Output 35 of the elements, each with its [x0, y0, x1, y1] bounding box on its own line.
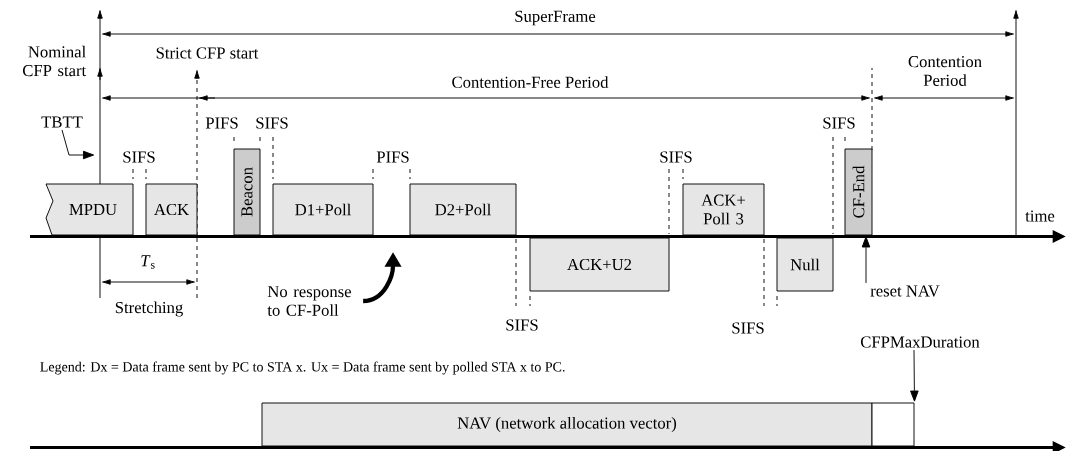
interval-label: SIFS	[506, 319, 538, 331]
leader-arrow	[61, 129, 95, 160]
axis-label: time	[1025, 210, 1055, 222]
dimension-label: SuperFrame	[515, 10, 596, 26]
frame-box: D2+Poll	[409, 183, 517, 236]
dimension-label: T$_{s}$	[141, 255, 155, 269]
dimension-label: Contention-Free Period	[452, 76, 609, 88]
interval-label: PIFS	[376, 151, 409, 163]
frame-box: ACK+U2	[529, 237, 670, 292]
frame-box: NAV (network allocation vector)	[261, 402, 873, 447]
interval-label: SIFS	[123, 151, 155, 163]
annotation-text: CFPMaxDuration	[860, 336, 980, 348]
frame-box: CF-End	[844, 148, 873, 236]
frame-box: MPDU	[45, 183, 134, 236]
interval-label: SIFS	[823, 117, 855, 129]
interval-label: SIFS	[660, 151, 692, 163]
annotation-text: reset NAV	[870, 285, 940, 297]
marker-label: Nominal CFP start	[23, 45, 87, 77]
frame-box: D1+Poll	[272, 183, 374, 236]
frame-box: Beacon	[233, 148, 261, 236]
timing-label: TBTT	[41, 116, 83, 128]
annotation-text: No response to CF-Poll	[267, 286, 351, 316]
leader-arrow	[861, 236, 871, 284]
empty-box	[871, 402, 915, 447]
frame-box: Null	[776, 237, 834, 292]
frame-box: ACK	[145, 183, 198, 236]
dimension-label: Contention Period	[908, 56, 982, 86]
interval-label: PIFS	[205, 117, 238, 129]
legend-text: Legend: Dx = Data frame sent by PC to STA x. Ux = Data frame sent by polled STA x to PC.	[40, 361, 565, 375]
leader-arrow	[910, 349, 919, 402]
marker-label: Strict CFP start	[156, 47, 259, 59]
interval-label: SIFS	[256, 117, 288, 129]
dimension-label: Stretching	[115, 301, 183, 317]
frame-box: ACK+ Poll 3	[682, 183, 765, 236]
interval-label: SIFS	[732, 322, 764, 334]
